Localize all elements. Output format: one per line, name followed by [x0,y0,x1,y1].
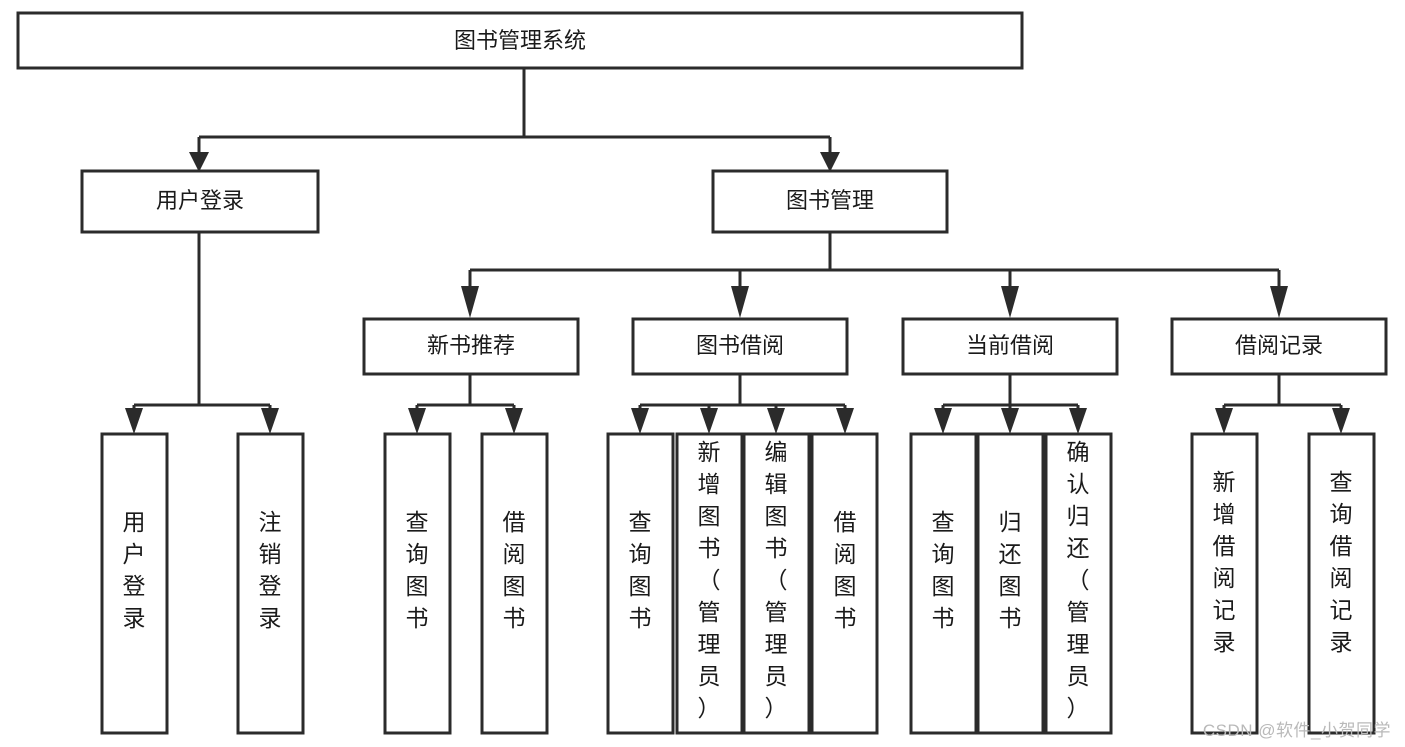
node-book-management[interactable]: 图书管理 [711,169,949,234]
leaf-query-record-box[interactable] [1307,432,1376,735]
leaf-query-record-label: 查询借阅记录 [1330,469,1353,655]
arrow-head-leaf-confirm-return [1069,408,1087,434]
leaf-return-book[interactable]: 归还图书 [976,432,1045,735]
leaf-edit-book-box[interactable] [742,432,811,735]
node-book-management-box[interactable] [711,169,949,234]
leaf-confirm-return-label: 确认归还（管理员） [1067,439,1090,721]
arrow-head-new-book-recommend [461,286,479,318]
arrow-head-leaf-borrow-book-2 [836,408,854,434]
node-borrow-record-box[interactable] [1170,317,1388,376]
leaf-user-login[interactable]: 用户登录 [100,432,169,735]
node-user-login-box[interactable] [80,169,320,234]
leaf-user-login-box[interactable] [100,432,169,735]
node-new-book-recommend[interactable]: 新书推荐 [362,317,580,376]
node-new-book-recommend-label: 新书推荐 [427,333,515,358]
node-book-borrow[interactable]: 图书借阅 [631,317,849,376]
arrow-head-borrow-record [1270,286,1288,318]
arrow-head-leaf-logout [261,408,279,434]
leaf-query-book-1-label: 查询图书 [406,509,429,631]
leaf-return-book-label: 归还图书 [999,509,1022,631]
arrow-head-leaf-edit-book [767,408,785,434]
leaf-logout[interactable]: 注销登录 [236,432,305,735]
leaf-query-book-1[interactable]: 查询图书 [383,432,452,735]
arrow-head-user-login [189,152,209,172]
arrow-head-leaf-query-book-2 [631,408,649,434]
node-user-login[interactable]: 用户登录 [80,169,320,234]
arrow-head-current-borrow [1001,286,1019,318]
leaf-confirm-return[interactable]: 确认归还（管理员） [1044,432,1113,735]
node-current-borrow-label: 当前借阅 [966,333,1054,358]
leaf-edit-book[interactable]: 编辑图书（管理员） [742,432,811,735]
leaf-edit-book-label: 编辑图书（管理员） [765,439,788,721]
arrow-head-leaf-borrow-book-1 [505,408,523,434]
arrow-head-leaf-user-login [125,408,143,434]
arrow-head-book-management [820,152,840,172]
node-book-management-label: 图书管理 [786,188,874,213]
leaf-borrow-book-2[interactable]: 借阅图书 [810,432,879,735]
leaf-add-book-label: 新增图书（管理员） [698,439,721,721]
arrow-head-book-borrow [731,286,749,318]
arrow-head-leaf-query-book-3 [934,408,952,434]
arrow-head-leaf-add-book [700,408,718,434]
leaf-borrow-book-2-box[interactable] [810,432,879,735]
node-borrow-record[interactable]: 借阅记录 [1170,317,1388,376]
leaf-borrow-book-1-label: 借阅图书 [503,509,526,631]
connector-layer [125,68,1350,434]
node-current-borrow-box[interactable] [901,317,1119,376]
leaf-logout-label: 注销登录 [259,509,282,631]
node-book-borrow-box[interactable] [631,317,849,376]
arrow-head-leaf-add-record [1215,408,1233,434]
leaf-user-login-label: 用户登录 [123,509,146,631]
node-borrow-record-label: 借阅记录 [1235,333,1323,358]
leaf-add-record-box[interactable] [1190,432,1259,735]
node-new-book-recommend-box[interactable] [362,317,580,376]
node-book-borrow-label: 图书借阅 [696,333,784,358]
node-root-label: 图书管理系统 [454,28,586,53]
leaf-query-book-1-box[interactable] [383,432,452,735]
leaf-query-book-3-box[interactable] [909,432,978,735]
node-root-box[interactable] [16,11,1024,70]
arrow-head-leaf-query-record [1332,408,1350,434]
arrow-head-leaf-return-book [1001,408,1019,434]
leaf-add-book[interactable]: 新增图书（管理员） [675,432,744,735]
leaf-borrow-book-1-box[interactable] [480,432,549,735]
leaf-query-book-2-label: 查询图书 [629,509,652,631]
leaf-query-book-2-box[interactable] [606,432,675,735]
leaf-query-book-3-label: 查询图书 [932,509,955,631]
leaf-add-book-box[interactable] [675,432,744,735]
leaf-add-record-label: 新增借阅记录 [1213,469,1236,655]
leaf-borrow-book-2-label: 借阅图书 [834,509,857,631]
leaf-logout-box[interactable] [236,432,305,735]
leaf-query-book-2[interactable]: 查询图书 [606,432,675,735]
leaf-return-book-box[interactable] [976,432,1045,735]
leaf-add-record[interactable]: 新增借阅记录 [1190,432,1259,735]
arrow-head-leaf-query-book-1 [408,408,426,434]
leaf-query-record[interactable]: 查询借阅记录 [1307,432,1376,735]
leaf-borrow-book-1[interactable]: 借阅图书 [480,432,549,735]
node-root[interactable]: 图书管理系统 [16,11,1024,70]
node-user-login-label: 用户登录 [156,188,244,213]
node-current-borrow[interactable]: 当前借阅 [901,317,1119,376]
leaf-query-book-3[interactable]: 查询图书 [909,432,978,735]
leaf-confirm-return-box[interactable] [1044,432,1113,735]
